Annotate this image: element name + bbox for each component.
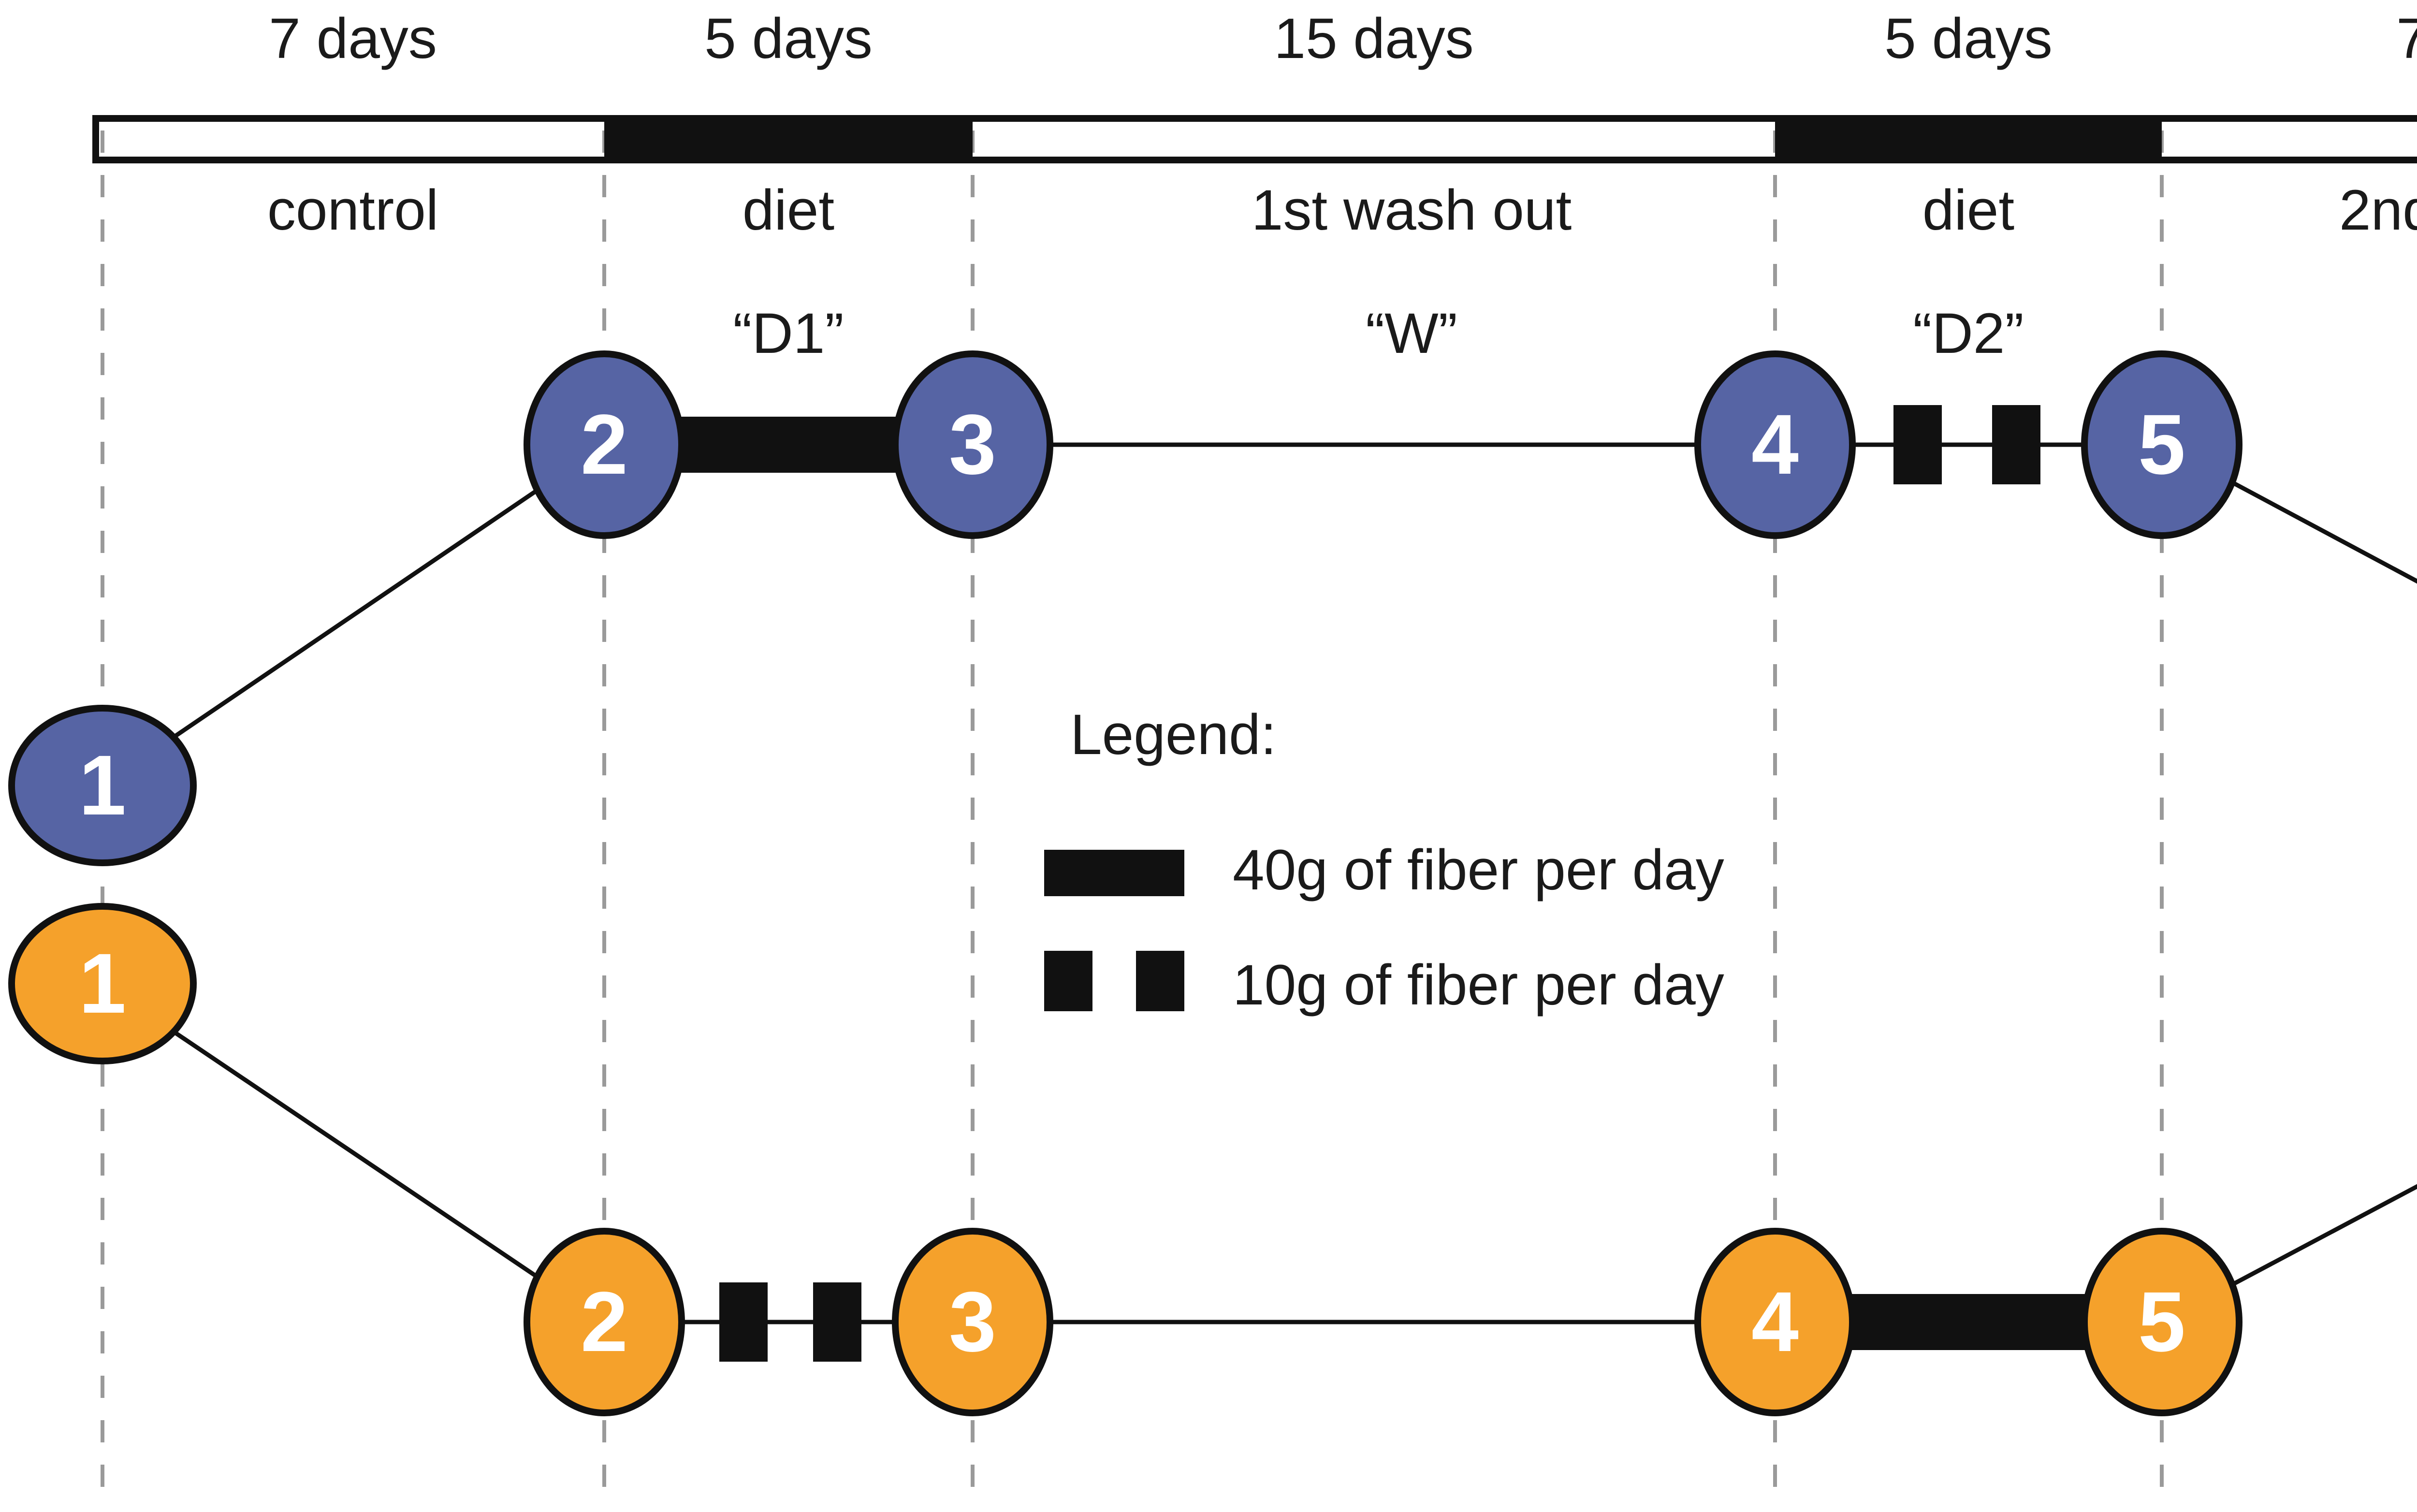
arm-a-node-3-shape bbox=[892, 350, 1053, 539]
legend-swatch-dash-block-2-icon bbox=[1136, 951, 1184, 1011]
arm-a-node-5-shape bbox=[2081, 350, 2242, 539]
arm-b-link-2-3-block-2 bbox=[813, 1282, 861, 1362]
arm-b-node-1[interactable]: 1 bbox=[8, 903, 197, 1064]
arm-b-node-2[interactable]: 2 bbox=[524, 1228, 685, 1416]
arm-a-node-2[interactable]: 2 bbox=[524, 350, 685, 539]
arm-a-link-4-5-block-1 bbox=[1893, 405, 1942, 484]
arm-b-node-3[interactable]: 3 bbox=[892, 1228, 1053, 1416]
arm-b-node-1-shape bbox=[8, 903, 197, 1064]
legend-swatch-dash-block-1-icon bbox=[1044, 951, 1092, 1011]
arm-b-node-5[interactable]: 5 bbox=[2081, 1228, 2242, 1416]
timeline-bar bbox=[92, 115, 2417, 163]
arm-b-nodes: 1 2 3 4 5 6 bbox=[8, 903, 2242, 1416]
arm-b-node-1-label: 1 bbox=[79, 936, 126, 1031]
duration-label-diet-2: 5 days bbox=[1884, 7, 2053, 71]
legend: Legend: 40g of fiber per day 10g of fibe… bbox=[1044, 703, 1724, 1017]
arm-a-nodes: 1 2 3 4 5 6 bbox=[8, 350, 2242, 866]
arm-a-node-3-label: 3 bbox=[949, 397, 996, 492]
duration-label-washout-2: 7 days bbox=[2396, 7, 2417, 71]
arm-b-link-1-2 bbox=[101, 982, 606, 1324]
phase-labels: control diet 1st wash out diet 2nd wash … bbox=[267, 178, 2417, 242]
timeline-segment-diet-1 bbox=[604, 118, 973, 160]
duration-label-control: 7 days bbox=[269, 7, 437, 71]
arm-b-node-2-shape bbox=[524, 1228, 685, 1416]
arm-a-node-5[interactable]: 5 bbox=[2081, 350, 2242, 539]
arm-a-link-4-5-block-2 bbox=[1992, 405, 2040, 484]
code-label-w: “W” bbox=[1366, 302, 1457, 365]
duration-labels: 7 days 5 days 15 days 5 days 7 days bbox=[269, 7, 2417, 71]
code-label-d1: “D1” bbox=[733, 302, 844, 365]
phase-label-washout-1: 1st wash out bbox=[1252, 178, 1572, 242]
arm-a-node-1-shape bbox=[8, 705, 197, 866]
arm-b-node-4[interactable]: 4 bbox=[1694, 1228, 1856, 1416]
arm-a-node-4[interactable]: 4 bbox=[1694, 350, 1856, 539]
phase-label-diet-2: diet bbox=[1922, 178, 2014, 242]
phase-label-control: control bbox=[267, 178, 438, 242]
arm-b-node-5-label: 5 bbox=[2138, 1275, 2185, 1369]
arm-b-node-4-label: 4 bbox=[1751, 1275, 1799, 1369]
legend-swatch-solid-bar-icon bbox=[1044, 850, 1184, 896]
arm-a-node-1-label: 1 bbox=[79, 738, 126, 833]
arm-b-node-3-shape bbox=[892, 1228, 1053, 1416]
arm-a-link-5-6 bbox=[2160, 443, 2417, 584]
timeline-segment-diet-2 bbox=[1775, 118, 2162, 160]
arm-a-node-2-label: 2 bbox=[581, 397, 628, 492]
code-labels: “D1” “W” “D2” bbox=[733, 302, 2024, 365]
duration-label-diet-1: 5 days bbox=[704, 7, 873, 71]
legend-title: Legend: bbox=[1070, 703, 1277, 767]
phase-label-washout-2: 2nd wash out bbox=[2339, 178, 2417, 242]
arm-a-node-4-shape bbox=[1694, 350, 1856, 539]
legend-item-10g: 10g of fiber per day bbox=[1044, 951, 1724, 1017]
arm-a-node-1[interactable]: 1 bbox=[8, 705, 197, 866]
legend-label-10g: 10g of fiber per day bbox=[1233, 953, 1724, 1017]
arm-b-connectors bbox=[101, 982, 2417, 1362]
arm-b-node-5-shape bbox=[2081, 1228, 2242, 1416]
arm-b-link-5-6 bbox=[2160, 1184, 2417, 1324]
legend-label-40g: 40g of fiber per day bbox=[1233, 838, 1724, 902]
arm-b-node-2-label: 2 bbox=[581, 1275, 628, 1369]
arm-b-link-2-3-block-1 bbox=[719, 1282, 768, 1362]
arm-a-node-2-shape bbox=[524, 350, 685, 539]
phase-label-diet-1: diet bbox=[743, 178, 834, 242]
arm-a-node-5-label: 5 bbox=[2138, 397, 2185, 492]
legend-item-40g: 40g of fiber per day bbox=[1044, 838, 1724, 902]
arm-b-node-3-label: 3 bbox=[949, 1275, 996, 1369]
code-label-d2: “D2” bbox=[1913, 302, 2024, 365]
arm-a-node-3[interactable]: 3 bbox=[892, 350, 1053, 539]
arm-a-link-1-2 bbox=[101, 443, 606, 787]
duration-label-washout-1: 15 days bbox=[1274, 7, 1473, 71]
timeline-bar-outline bbox=[92, 115, 2417, 163]
arm-b-node-4-shape bbox=[1694, 1228, 1856, 1416]
arm-a-node-4-label: 4 bbox=[1751, 397, 1799, 492]
